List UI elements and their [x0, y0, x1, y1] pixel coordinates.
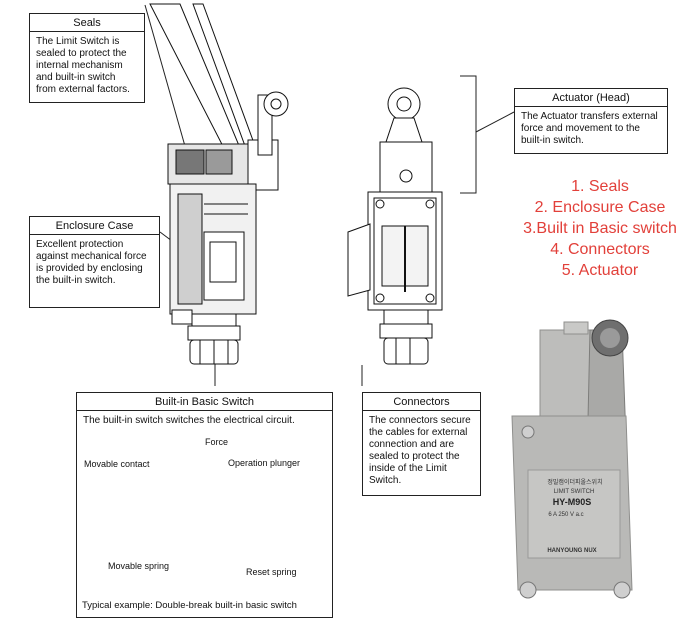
- summary-item-enclosure: 2. Enclosure Case: [534, 199, 666, 216]
- summary-item-basic-switch: 3.Built in Basic switch: [523, 220, 677, 237]
- seals-title: Seals: [30, 14, 144, 32]
- summary-item-connectors: 4. Connectors: [550, 241, 650, 258]
- movable-spring-label: Movable spring: [108, 561, 170, 571]
- basic-switch-caption: Typical example: Double-break built-in b…: [82, 600, 297, 611]
- operation-plunger-label: Operation plunger: [228, 458, 301, 468]
- product-label-type: LIMIT SWITCH: [554, 489, 595, 495]
- force-label: Force: [205, 437, 229, 447]
- actuator-callout: Actuator (Head) The Actuator transfers e…: [514, 88, 668, 154]
- seals-text: The Limit Switch is sealed to protect th…: [36, 36, 130, 95]
- product-label-model: HY-M90S: [553, 497, 592, 507]
- summary-item-actuator: 5. Actuator: [561, 262, 639, 279]
- enclosure-text: Excellent protection against mechanical …: [36, 239, 147, 286]
- component-summary-list: 1. Seals 2. Enclosure Case 3.Built in Ba…: [500, 176, 700, 281]
- actuator-title: Actuator (Head): [515, 89, 667, 107]
- basic-switch-title: Built-in Basic Switch: [77, 393, 332, 411]
- product-photo: 정밀캠이더피올스위치 LIMIT SWITCH HY-M90S 6 A 250 …: [511, 319, 633, 599]
- actuator-text: The Actuator transfers external force an…: [521, 111, 658, 146]
- reset-spring-label: Reset spring: [246, 567, 297, 577]
- enclosure-callout: Enclosure Case Excellent protection agai…: [29, 216, 160, 308]
- seals-callout: Seals The Limit Switch is sealed to prot…: [29, 13, 145, 103]
- product-label-brand: HANYOUNG NUX: [547, 548, 596, 554]
- enclosure-title: Enclosure Case: [30, 217, 159, 235]
- cutaway-switch-drawing: [149, 3, 289, 365]
- product-label-rating: 6 A 250 V a.c: [548, 512, 583, 518]
- basic-switch-text: The built-in switch switches the electri…: [83, 415, 295, 426]
- summary-item-seals: 1. Seals: [571, 178, 629, 195]
- movable-contact-label: Movable contact: [84, 459, 150, 469]
- basic-switch-callout: Built-in Basic Switch The built-in switc…: [76, 392, 333, 618]
- product-label-korean: 정밀캠이더피올스위치: [547, 478, 602, 486]
- connectors-title: Connectors: [363, 393, 480, 411]
- front-view-switch-drawing: [347, 87, 443, 365]
- connectors-callout: Connectors The connectors secure the cab…: [362, 392, 481, 496]
- connectors-text: The connectors secure the cables for ext…: [369, 415, 471, 486]
